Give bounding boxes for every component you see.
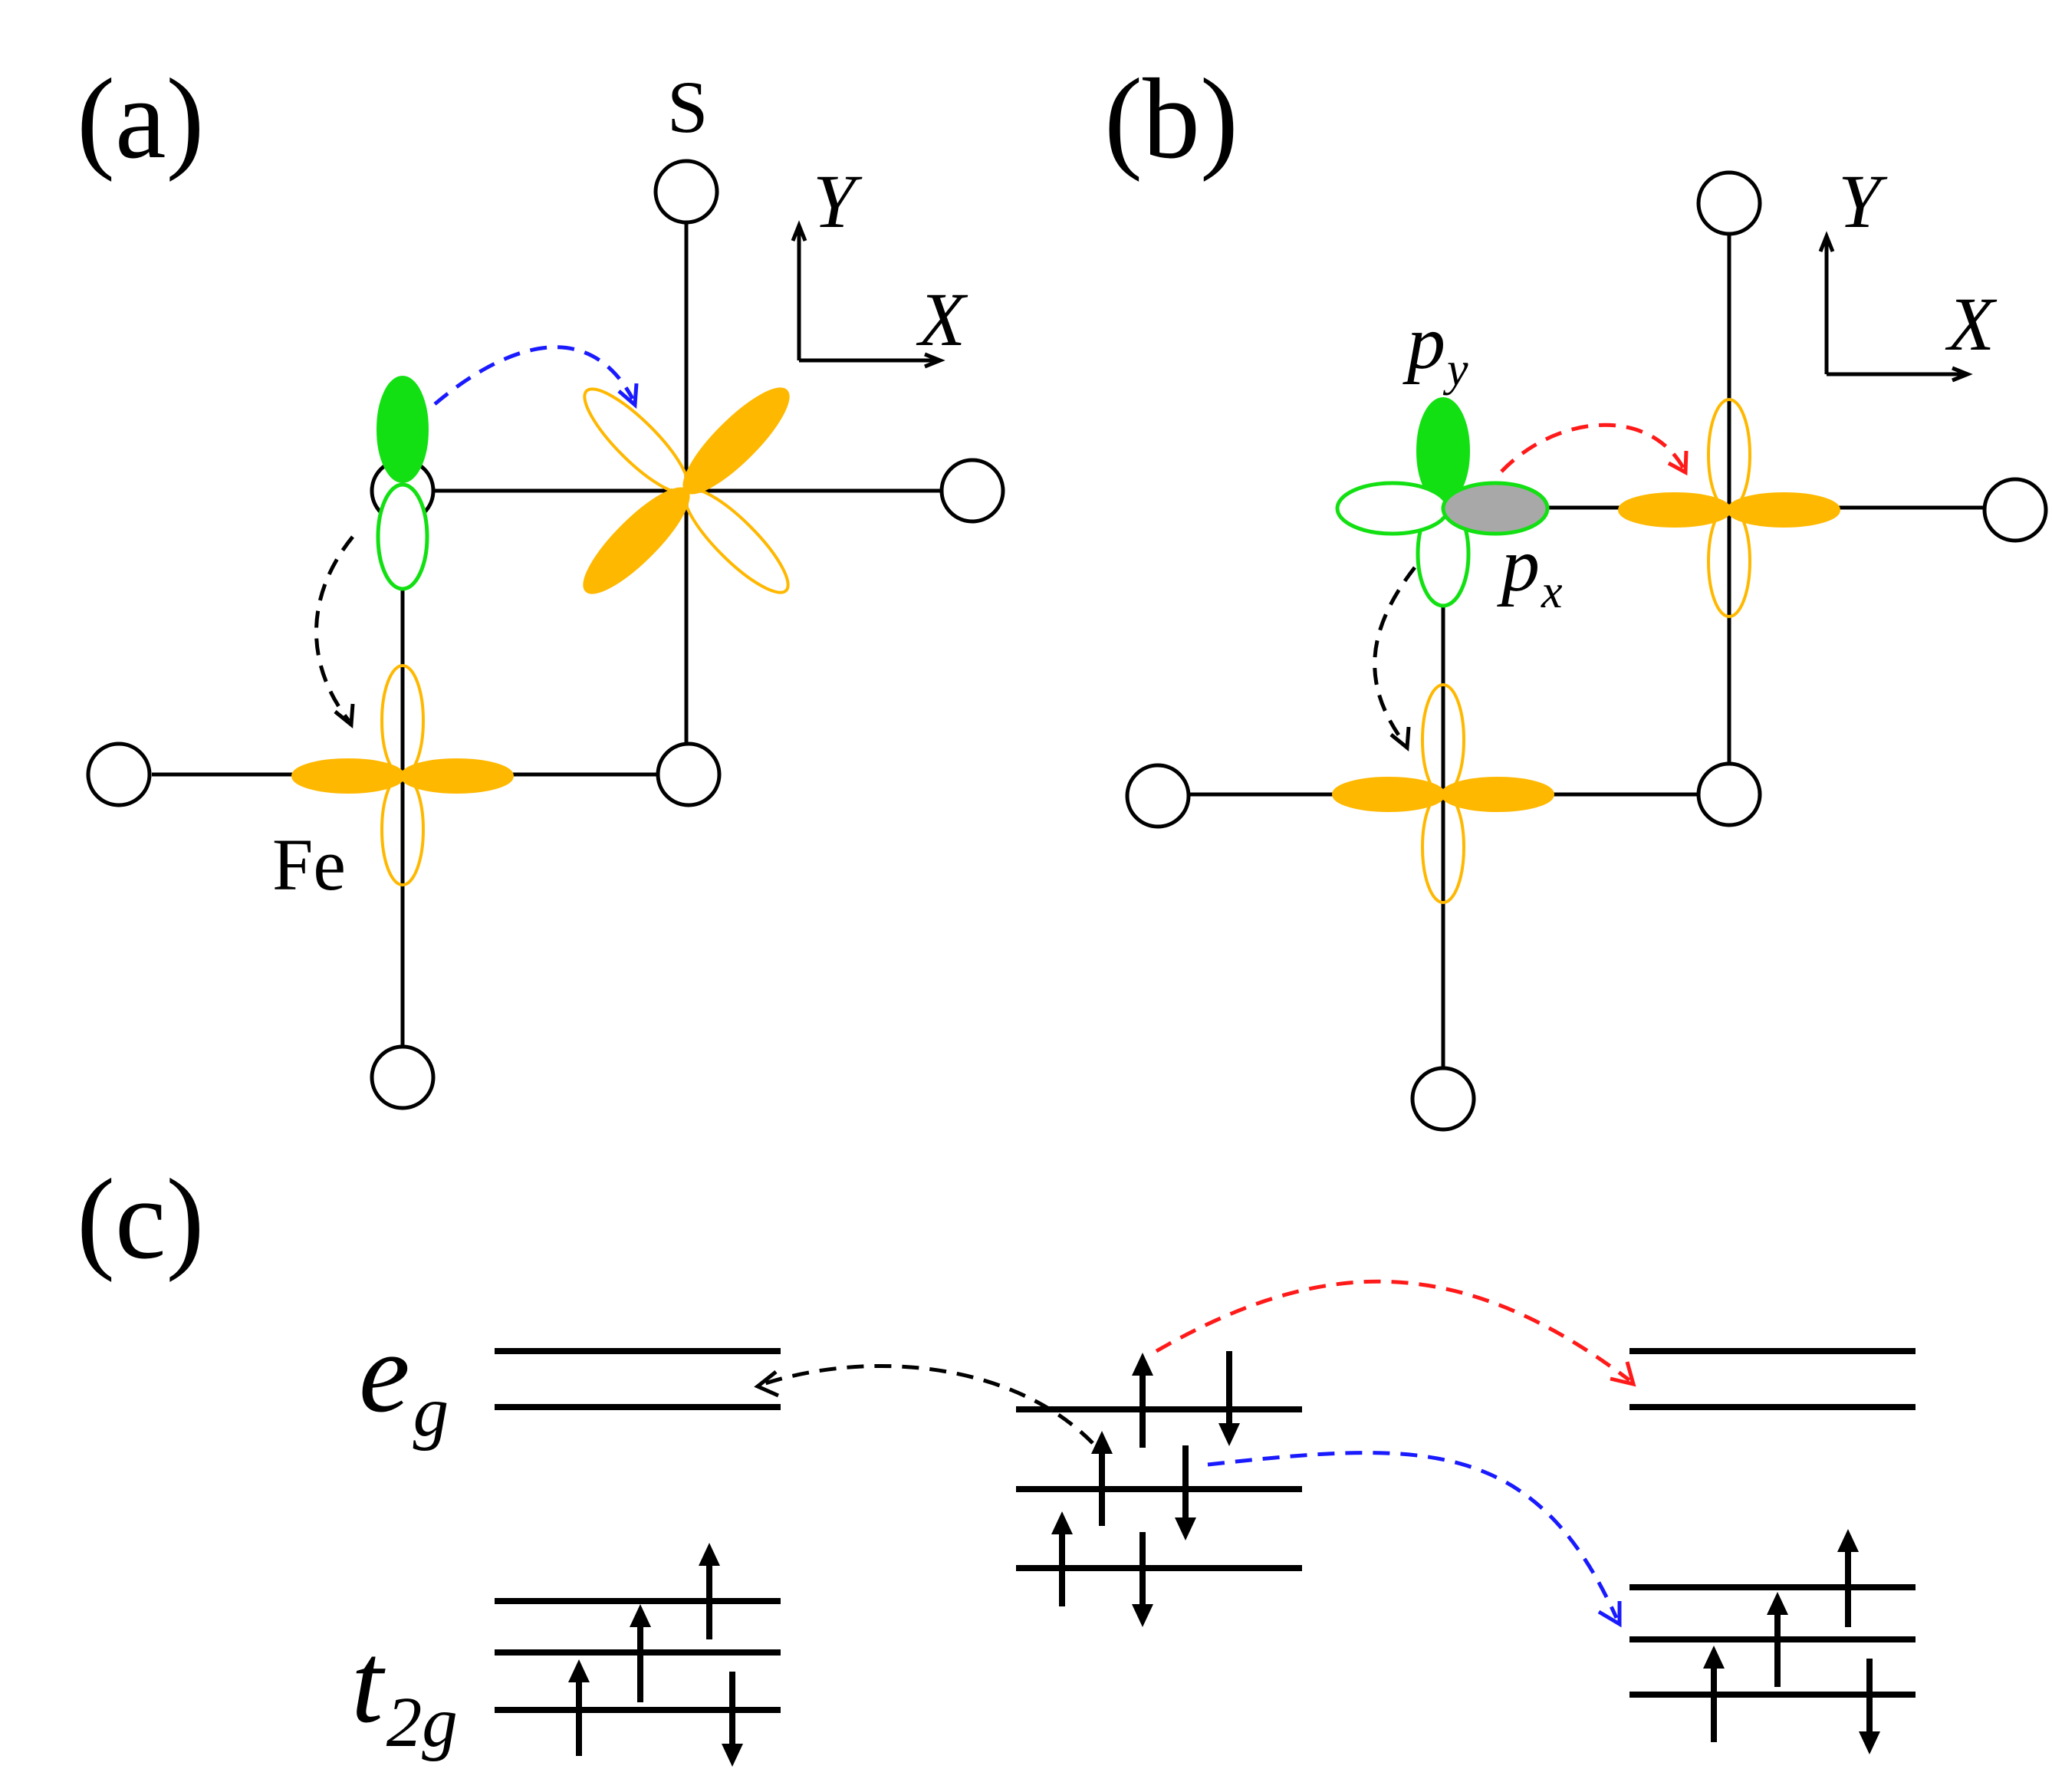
middle-s-levels: [1016, 1406, 1302, 1571]
s-site: [1696, 761, 1762, 827]
hopping-arrows-b: [1373, 423, 1689, 751]
sulfur-label: S: [667, 66, 708, 148]
y-axis-label: Y: [813, 159, 863, 244]
px-label: px: [1497, 522, 1563, 618]
hopping-arrows-c: [754, 1279, 1636, 1628]
panel-c-label: (c): [77, 1156, 204, 1283]
lattice-sites-a: [86, 159, 1005, 1110]
fe-dx2y2-orbital-b-lower: [1332, 683, 1554, 904]
fe-dxy-orbital: [583, 387, 790, 594]
panel-a: (a) S: [77, 55, 1005, 1110]
s-site: [653, 159, 719, 225]
s-p-orbitals-b: [1335, 397, 1550, 608]
hopping-arrows-a: [314, 345, 639, 728]
y-axis-label: Y: [1838, 159, 1888, 244]
t2g-label: t2g: [351, 1619, 458, 1762]
iron-label: Fe: [272, 824, 346, 906]
s-site: [939, 458, 1005, 524]
fe-dx2y2-orbital-b-right: [1618, 398, 1840, 618]
left-ion-spins: [568, 1543, 743, 1767]
s-site: [1125, 763, 1191, 829]
lattice-bonds-a: [152, 222, 970, 1077]
s-site: [656, 741, 722, 807]
x-axis-label: X: [1945, 281, 1998, 367]
s-site: [370, 1044, 436, 1110]
py-label: py: [1403, 300, 1468, 396]
eg-label: eg: [359, 1309, 449, 1452]
s-site: [1696, 170, 1762, 236]
s-p-orbital-a: [376, 376, 429, 591]
right-ion-levels: [1629, 1348, 1916, 1698]
s-site: [1982, 477, 2048, 543]
s-site: [86, 741, 152, 807]
lattice-bonds-b: [1189, 234, 1985, 1099]
axes-b: Y X: [1818, 159, 1998, 383]
middle-s-spins: [1051, 1351, 1240, 1627]
right-ion-spins: [1703, 1529, 1880, 1754]
panel-a-label: (a): [77, 55, 204, 182]
panel-b: (b) py px: [1104, 55, 2048, 1132]
panel-b-label: (b): [1104, 55, 1238, 182]
lattice-sites-b: [1125, 170, 2048, 1132]
x-axis-label: X: [916, 277, 968, 362]
panel-c: (c) eg t2g: [77, 1156, 1916, 1767]
s-site: [1410, 1066, 1476, 1132]
axes-a: Y X: [791, 159, 968, 369]
fe-dx2y2-orbital-a: [291, 664, 514, 886]
